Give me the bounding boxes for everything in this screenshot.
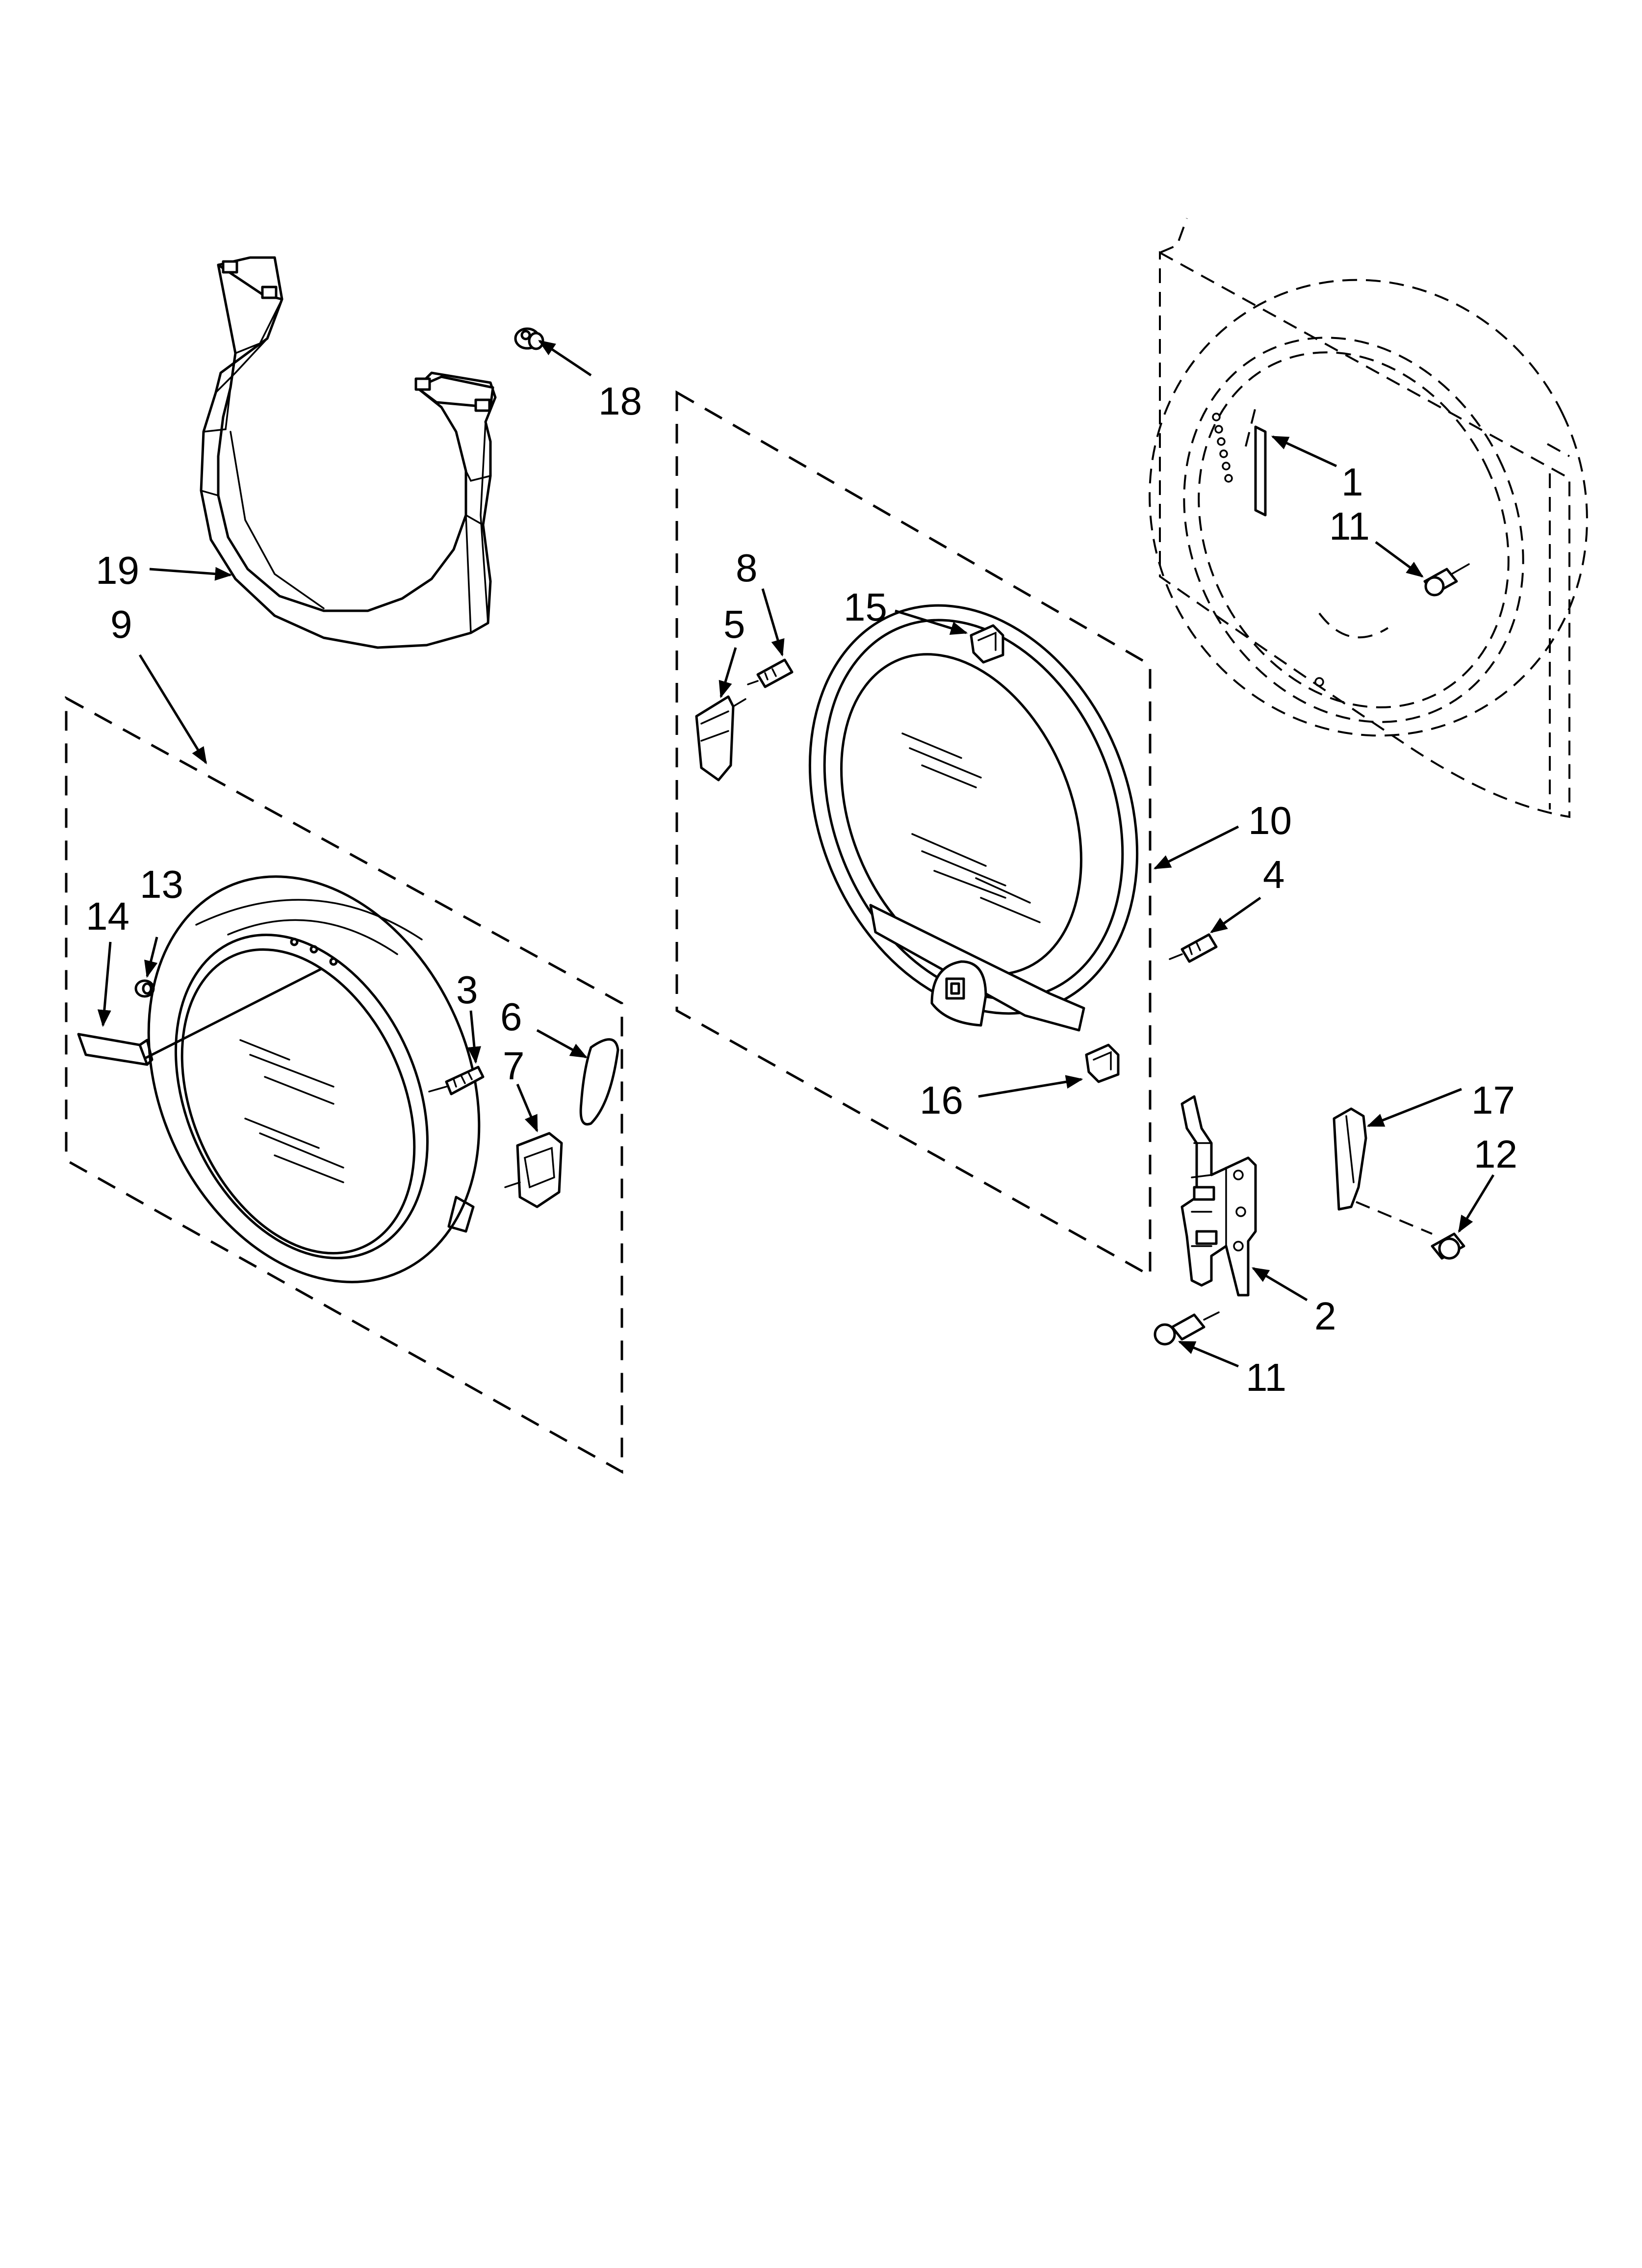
latch-part-7 <box>504 1132 563 1208</box>
callout-19: 19 <box>96 548 139 592</box>
callout-17: 17 <box>1471 1078 1515 1122</box>
inner-door-assembly-box <box>675 390 1152 1278</box>
screw-part-4 <box>1169 933 1218 963</box>
screw-part-3 <box>428 1066 485 1095</box>
callout-18: 18 <box>598 379 642 423</box>
outer-door-ring <box>141 875 481 1283</box>
cabinet-front-panel <box>1149 218 1588 818</box>
grommet-part-13 <box>134 979 155 998</box>
screw-part-8 <box>747 658 794 688</box>
outer-door-assembly-box <box>65 696 623 1474</box>
callout-16: 16 <box>920 1078 963 1122</box>
callout-12: 12 <box>1474 1132 1517 1176</box>
handle-strip-part-17 <box>1333 1107 1433 1235</box>
callout-8: 8 <box>736 546 758 590</box>
door-trim-bezel <box>200 256 497 649</box>
hinge-piece-part-5 <box>695 695 746 782</box>
callout-1: 1 <box>1341 460 1363 504</box>
callout-labels: 1 11 18 19 9 8 5 15 10 4 13 14 3 6 7 16 … <box>86 379 1517 1399</box>
door-bumper-part-18 <box>514 327 544 350</box>
strip-part-1 <box>1254 425 1267 517</box>
clip-part-16 <box>1085 1043 1120 1083</box>
callout-4: 4 <box>1263 853 1285 896</box>
callout-9: 9 <box>110 602 132 646</box>
callout-3: 3 <box>456 968 478 1012</box>
screw-part-12 <box>1431 1232 1465 1260</box>
screw-part-11-upper <box>1423 563 1470 597</box>
handle-part-14 <box>77 1033 154 1066</box>
callout-11-lower: 11 <box>1246 1356 1286 1399</box>
callout-10: 10 <box>1248 799 1292 842</box>
screw-part-11-lower <box>1154 1311 1220 1346</box>
callout-14: 14 <box>86 894 129 938</box>
leader-lines <box>97 339 1495 1368</box>
callout-6: 6 <box>500 995 522 1039</box>
lens-part-6 <box>579 1038 619 1125</box>
clip-part-15 <box>970 624 1004 664</box>
callout-7: 7 <box>503 1044 525 1088</box>
callout-15: 15 <box>844 585 887 629</box>
hinge-assembly-part-2 <box>1180 1095 1257 1297</box>
callout-11-upper: 11 <box>1329 504 1370 548</box>
inner-door-ring <box>808 604 1139 1032</box>
callout-5: 5 <box>723 602 745 646</box>
callout-2: 2 <box>1314 1294 1336 1338</box>
callout-13: 13 <box>140 862 183 906</box>
